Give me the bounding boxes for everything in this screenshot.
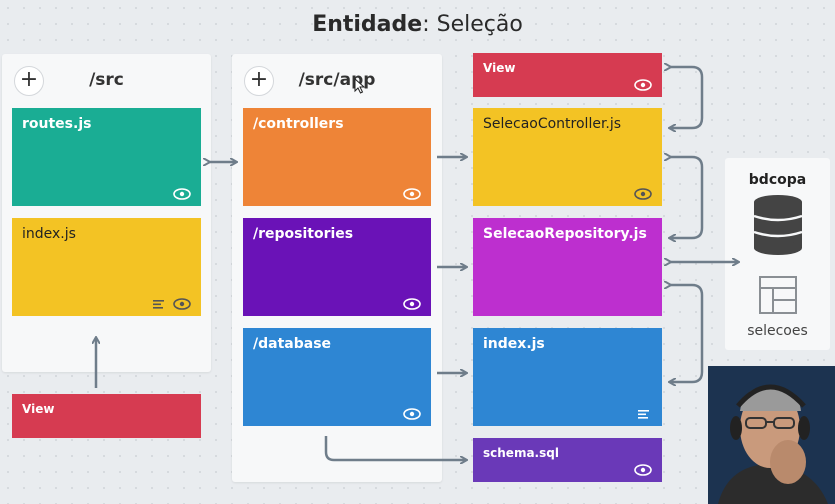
lines-icon xyxy=(638,410,649,419)
card-label: SelecaoController.js xyxy=(483,116,622,132)
presenter-webcam xyxy=(708,366,835,504)
add-card-button[interactable]: + xyxy=(244,66,274,96)
table-icon xyxy=(759,276,797,314)
arrow-database-schema xyxy=(324,436,466,460)
eye-icon[interactable] xyxy=(173,188,191,200)
card-label: View xyxy=(22,402,55,416)
card-index-js-src[interactable]: index.js xyxy=(12,218,201,316)
diagram-title: Entidade: Seleção xyxy=(0,12,835,37)
title-bold: Entidade xyxy=(312,12,423,37)
mouse-cursor-icon xyxy=(354,78,366,94)
card-routes-js[interactable]: routes.js xyxy=(12,108,201,206)
column-src: + /src xyxy=(2,54,211,372)
title-rest: : Seleção xyxy=(422,12,523,37)
eye-icon[interactable] xyxy=(173,298,191,310)
database-panel[interactable]: bdcopa selecoes xyxy=(725,158,830,350)
card-label: /database xyxy=(253,336,332,352)
card-label: schema.sql xyxy=(483,446,559,460)
card-view-left[interactable]: View xyxy=(12,394,201,438)
eye-icon[interactable] xyxy=(634,188,652,200)
card-label: routes.js xyxy=(22,116,92,132)
presenter-image xyxy=(708,366,835,504)
card-schema-sql[interactable]: schema.sql xyxy=(473,438,662,482)
card-label: /controllers xyxy=(253,116,344,132)
eye-icon[interactable] xyxy=(634,464,652,476)
eye-icon[interactable] xyxy=(403,408,421,420)
add-card-button[interactable]: + xyxy=(14,66,44,96)
card-label: index.js xyxy=(22,226,76,242)
card-selecao-repository[interactable]: SelecaoRepository.js xyxy=(473,218,662,316)
card-database[interactable]: /database xyxy=(243,328,431,426)
arrow-view-controller xyxy=(670,67,704,128)
card-selecao-controller[interactable]: SelecaoController.js xyxy=(473,108,662,206)
column-src-header: + /src xyxy=(2,66,211,96)
database-icon xyxy=(753,195,803,255)
arrow-repository-index xyxy=(670,285,704,382)
card-repositories[interactable]: /repositories xyxy=(243,218,431,316)
database-name: bdcopa xyxy=(748,172,807,188)
eye-icon[interactable] xyxy=(403,298,421,310)
card-view-right[interactable]: View xyxy=(473,53,662,97)
card-label: SelecaoRepository.js xyxy=(483,226,647,242)
arrow-controller-repository xyxy=(670,157,704,238)
column-title: /src xyxy=(89,70,124,90)
eye-icon[interactable] xyxy=(634,79,652,91)
card-label: View xyxy=(483,61,516,75)
card-index-js-db[interactable]: index.js xyxy=(473,328,662,426)
lines-icon xyxy=(153,300,164,309)
card-label: index.js xyxy=(483,336,545,352)
card-controllers[interactable]: /controllers xyxy=(243,108,431,206)
card-label: /repositories xyxy=(253,226,354,242)
eye-icon[interactable] xyxy=(403,188,421,200)
table-name: selecoes xyxy=(747,323,808,339)
